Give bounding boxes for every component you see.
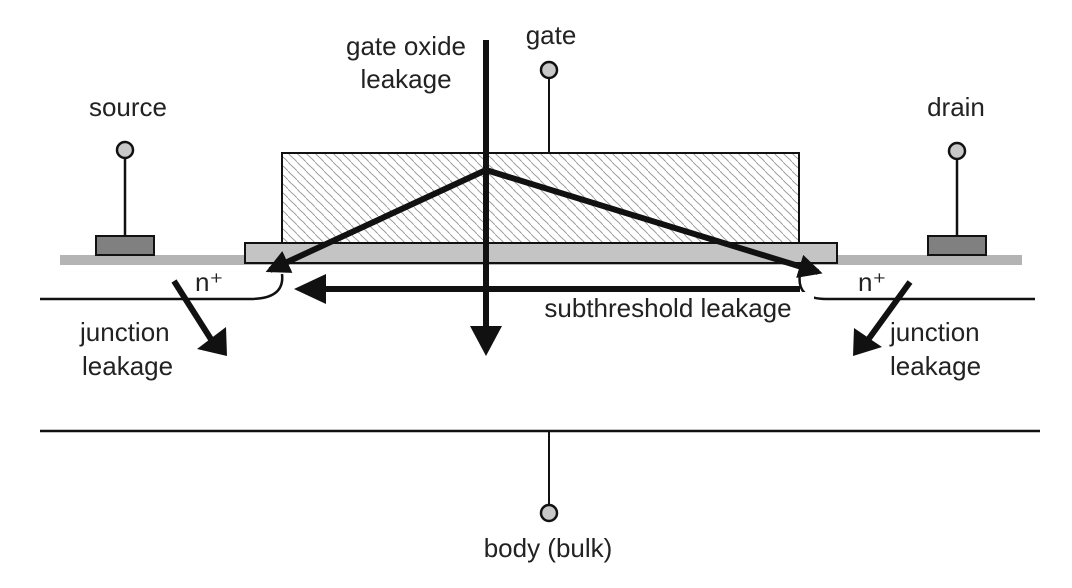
drain-label: drain [927,92,985,122]
gate-oxide-leakage-arrowhead [470,326,502,356]
junction-leakage-left-label-line2: leakage [82,351,173,381]
gate-to-source-leakage-arrow [265,167,488,273]
drain-contact [927,235,987,256]
junction-leakage-right-arrowhead [853,328,882,356]
gate-oxide-leakage-label-line1: gate oxide [346,31,466,61]
subthreshold-leakage-label: subthreshold leakage [544,293,791,323]
n-plus-right-label: n⁺ [858,267,886,297]
source-terminal-icon [115,140,135,160]
junction-leakage-left-arrow [171,279,217,346]
body-terminal-icon [539,503,559,523]
junction-boundary-left [40,273,284,301]
body-label: body (bulk) [484,533,613,563]
subthreshold-leakage-arrowhead [294,274,326,304]
n-plus-left-label: n⁺ [195,267,223,297]
gate-electrode [281,152,800,244]
source-contact [95,235,155,256]
gate-oxide-leakage-label-line2: leakage [360,64,451,94]
gate-to-drain-leakage-arrow [485,167,823,278]
junction-leakage-left-label-line1: junction [79,317,170,347]
junction-leakage-right-label-line2: leakage [890,351,981,381]
drain-terminal-icon [947,141,967,161]
junction-boundary-right [798,273,1035,301]
gate-label: gate [526,20,577,50]
junction-leakage-right-label-line1: junction [889,317,980,347]
junction-leakage-left-arrowhead [197,327,227,356]
junction-leakage-right-arrow [862,280,913,346]
source-label: source [89,92,167,122]
gate-terminal-icon [539,60,559,80]
